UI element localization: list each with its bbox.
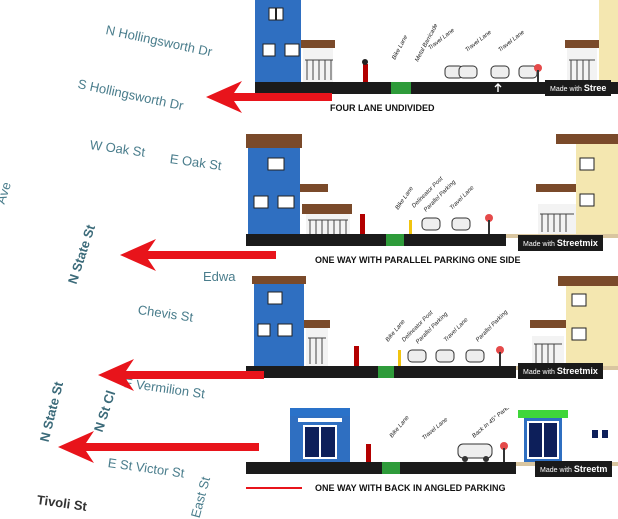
made-with-streetmix-badge-2: Made with Streetmix [518, 235, 603, 251]
street-section-panel-1: Bike Lane Metal Barricade Travel Lane Tr… [255, 0, 618, 100]
svg-text:Travel Lane: Travel Lane [449, 185, 476, 212]
street-label-chevis: Chevis St [136, 302, 195, 325]
svg-text:Travel Lane: Travel Lane [498, 29, 527, 53]
caption-divider-4 [246, 487, 302, 489]
svg-text:Bike Lane: Bike Lane [389, 414, 411, 439]
made-with-streetmix-badge-3: Made with Streetmix [518, 363, 603, 379]
red-arrow-1 [206, 81, 332, 113]
made-with-streetmix-badge-4: Made with Streetm [535, 461, 613, 477]
svg-text:Bike Lane: Bike Lane [391, 34, 409, 61]
street-label-east-st: East St [187, 475, 214, 519]
street-section-panel-3: Bike Lane Delineator Post Parallel Parki… [246, 276, 618, 386]
street-label-tivoli: Tivoli St [35, 492, 88, 514]
svg-text:Travel Lane: Travel Lane [443, 317, 470, 344]
svg-text:Back In 45° Parking: Back In 45° Parking [471, 408, 516, 440]
svg-text:Travel Lane: Travel Lane [421, 416, 449, 441]
svg-text:Parallel Parking: Parallel Parking [475, 309, 509, 343]
street-label-e-oak: E Oak St [168, 151, 223, 174]
street-section-illustration-2: Bike Lane Delineator Post Parallel Parki… [246, 134, 618, 246]
street-label-n-state-1: N State St [64, 222, 99, 286]
section-caption-2: ONE WAY WITH PARALLEL PARKING ONE SIDE [315, 255, 521, 265]
street-label-w-oak: W Oak St [88, 137, 147, 160]
street-label-edwa: Edwa [203, 269, 236, 284]
street-label-n-hollingsworth: N Hollingsworth Dr [104, 22, 214, 60]
svg-text:Travel Lane: Travel Lane [465, 29, 494, 53]
street-section-illustration-3: Bike Lane Delineator Post Parallel Parki… [246, 276, 618, 378]
red-arrow-2 [120, 239, 276, 271]
made-with-streetmix-badge-1: Made with Stree [545, 80, 612, 96]
street-label-s-hollingsworth: S Hollingsworth Dr [76, 76, 185, 114]
red-arrow-3 [98, 359, 264, 391]
red-arrow-4 [58, 431, 259, 463]
section-caption-4: ONE WAY WITH BACK IN ANGLED PARKING [315, 483, 506, 493]
street-section-panel-2: Bike Lane Delineator Post Parallel Parki… [246, 134, 618, 254]
street-section-illustration-1: Bike Lane Metal Barricade Travel Lane Tr… [255, 0, 618, 94]
street-label-ave: Ave [0, 180, 14, 206]
section-caption-1: FOUR LANE UNDIVIDED [330, 103, 435, 113]
